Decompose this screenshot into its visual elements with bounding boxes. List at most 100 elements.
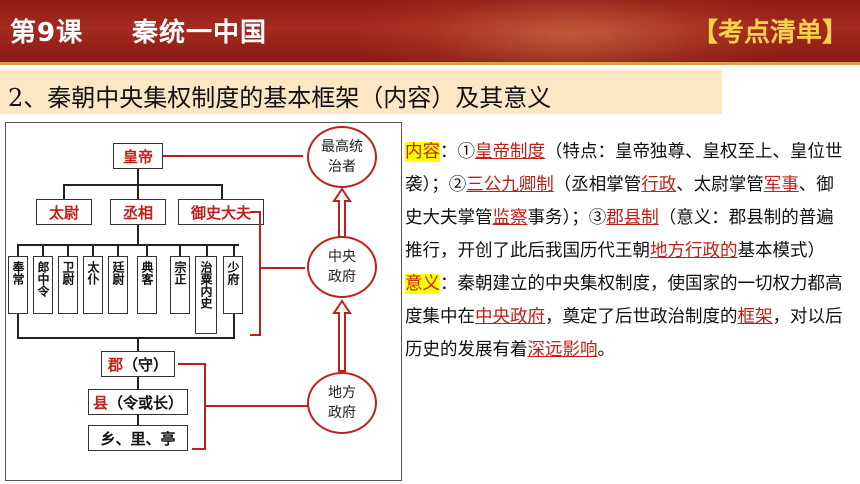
header-divider	[0, 62, 860, 65]
text-segment: 。	[597, 340, 616, 360]
red-connector	[192, 448, 206, 450]
jiuqing-label: 奉常	[11, 261, 25, 285]
jiuqing-item: 卫尉	[58, 256, 78, 314]
jiuqing-item: 奉常	[8, 256, 28, 314]
exam-points-badge: 【考点清单】	[691, 18, 848, 48]
connector-line	[67, 244, 69, 256]
connector-line	[63, 184, 65, 199]
connector-line	[17, 244, 19, 256]
text-segment: ，对以后历史的发展有着	[405, 307, 843, 360]
connector-line	[117, 244, 119, 256]
section-heading-text: 2、秦朝中央集权制度的基本框架（内容）及其意义	[8, 84, 552, 112]
red-connector	[250, 334, 261, 336]
jiuqing-item: 郎中令	[33, 256, 53, 314]
header-glow	[360, 0, 780, 62]
connector-line	[17, 244, 239, 246]
local-government-label: 地方政府	[328, 385, 356, 421]
jiuqing-item: 宗正	[170, 256, 190, 314]
keyword-emperor-system: 皇帝制度	[475, 142, 545, 162]
taiwei-label: 太尉	[48, 203, 79, 222]
local-government-circle: 地方政府	[307, 372, 377, 434]
jiuqing-label: 廷尉	[111, 261, 125, 285]
keyword-three-lords: 三公九卿制	[466, 175, 554, 195]
keyword-supervision: 监察	[492, 208, 528, 228]
header-bar: 第9课 秦统一中国 【考点清单】	[0, 0, 860, 62]
local-units-label: 乡、里、亭	[100, 429, 176, 448]
connector-line	[137, 377, 139, 389]
keyword-local-administration: 地方行政的	[650, 241, 738, 261]
jiuqing-label: 宗正	[173, 261, 187, 285]
jiuqing-label: 典客	[140, 261, 154, 285]
keyword-profound-influence: 深远影响	[527, 340, 598, 360]
connector-line	[206, 244, 208, 256]
connector-line	[17, 314, 19, 338]
jiuqing-label: 卫尉	[61, 261, 75, 285]
text-segment: ，奠定了后世政治制度的	[545, 307, 738, 327]
red-connector	[250, 211, 261, 213]
significance-label: 意义	[405, 274, 440, 294]
connector-line	[179, 244, 181, 256]
jiuqing-label: 郎中令	[36, 261, 50, 297]
keyword-military: 军事	[763, 175, 799, 195]
jun-official: （守）	[123, 355, 169, 374]
jun-box: 郡（守）	[101, 351, 175, 377]
connector-line	[221, 184, 223, 199]
jun-label: 郡	[107, 355, 123, 374]
jiuqing-item: 太仆	[83, 256, 103, 314]
government-structure-diagram: 皇帝 太尉 丞相 御史大夫 奉常 郎中令 卫尉 太仆 廷尉 典客 宗正 治粟内史…	[5, 122, 402, 481]
text-segment: 、御史大夫掌管	[405, 175, 834, 228]
emperor-label: 皇帝	[122, 147, 153, 166]
connector-line	[92, 244, 94, 256]
connector-line	[233, 314, 235, 338]
keyword-commandery-county: 郡县制	[606, 208, 659, 228]
connector-line	[42, 244, 44, 256]
up-arrow-icon	[332, 187, 352, 238]
jiuqing-label: 太仆	[86, 261, 100, 285]
red-connector	[178, 363, 206, 365]
xian-official: （令或长）	[108, 393, 184, 412]
local-units-box: 乡、里、亭	[88, 425, 188, 451]
text-segment: ：①	[440, 142, 475, 162]
lesson-number: 第9课	[10, 18, 84, 48]
connector-line	[137, 415, 139, 425]
connector-line	[137, 337, 139, 351]
connector-line	[137, 225, 139, 245]
text-segment: （特点：皇帝独尊、皇权至上、皇位世袭）；②	[405, 142, 843, 195]
text-segment: 基本模式）	[737, 241, 826, 261]
lesson-title: 秦统一中国	[132, 18, 268, 48]
text-segment: 事务）；③	[527, 208, 607, 228]
jiuqing-label: 治粟内史	[199, 261, 213, 309]
emperor-box: 皇帝	[113, 143, 163, 169]
red-connector	[259, 211, 261, 336]
red-connector	[259, 267, 305, 269]
connector-line	[137, 169, 139, 185]
connector-line	[17, 337, 235, 339]
yushidaifu-label: 御史大夫	[190, 203, 251, 222]
xian-label: 县	[92, 393, 108, 412]
content-label: 内容	[405, 142, 440, 162]
text-segment: （意义：郡县制的普遍推行，开创了此后我国历代王朝	[405, 208, 834, 261]
text-segment: ：秦朝建立的中央集权制度，使国家的一切权力都高度集中在	[405, 274, 843, 327]
supreme-ruler-circle: 最高统治者	[307, 126, 377, 188]
jiuqing-item: 廷尉	[108, 256, 128, 314]
text-segment: 、太尉掌管	[676, 175, 764, 195]
connector-line	[137, 184, 139, 199]
yushidaifu-box: 御史大夫	[178, 199, 264, 225]
central-government-label: 中央政府	[328, 249, 356, 285]
taiwei-box: 太尉	[36, 199, 92, 225]
text-segment: （丞相掌管	[553, 175, 642, 195]
section-heading: 2、秦朝中央集权制度的基本框架（内容）及其意义	[0, 70, 722, 114]
connector-line	[63, 184, 222, 186]
jiuqing-item: 少府	[223, 256, 243, 314]
connector-line	[233, 244, 235, 256]
keyword-central-government: 中央政府	[475, 307, 545, 327]
xian-box: 县（令或长）	[88, 389, 188, 415]
connector-line	[146, 244, 148, 256]
red-connector	[204, 405, 308, 407]
supreme-ruler-label: 最高统治者	[321, 139, 363, 175]
red-connector	[163, 155, 303, 157]
content-paragraph: 内容：①皇帝制度（特点：皇帝独尊、皇权至上、皇位世袭）；②三公九卿制（丞相掌管行…	[405, 136, 850, 367]
chengxiang-box: 丞相	[110, 199, 166, 225]
up-arrow-icon	[332, 299, 352, 372]
jiuqing-item: 治粟内史	[195, 256, 217, 334]
